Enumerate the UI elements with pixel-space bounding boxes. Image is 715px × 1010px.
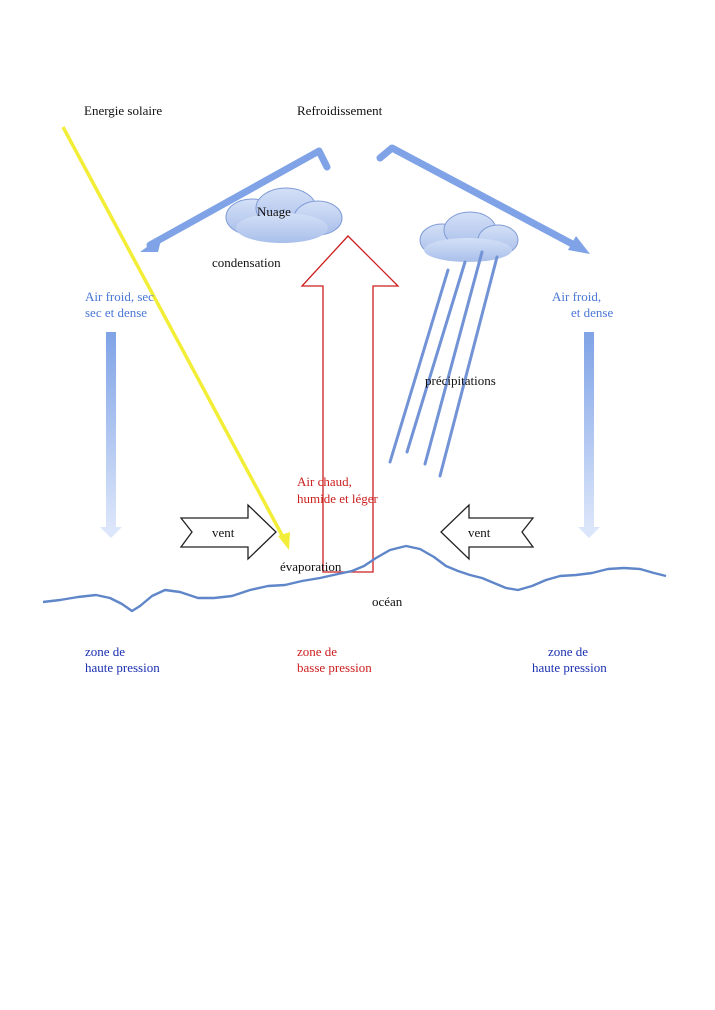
- warm-air-arrow: [300, 235, 400, 573]
- zone-left-label-line2: haute pression: [85, 660, 160, 675]
- zone-right-label-line1: zone de: [548, 644, 589, 659]
- cloud-label: Nuage: [257, 204, 291, 219]
- zone-right-label-line2: haute pression: [532, 660, 607, 675]
- cold-air-left-label-line1: Air froid, sec: [85, 289, 154, 304]
- rain-streaks: [388, 250, 499, 478]
- wind-right-label: vent: [468, 525, 491, 540]
- solar-ray-head: [278, 532, 290, 550]
- cold-air-arrow-right: [578, 332, 600, 538]
- zone-center-label-line1: zone de: [297, 644, 338, 659]
- warm-air-label-line1: Air chaud,: [297, 474, 352, 489]
- cooling-arrow-right-head: [568, 236, 590, 254]
- ocean-label: océan: [372, 594, 403, 609]
- cold-air-right-label-line2: et dense: [571, 305, 614, 320]
- solar-ray: [61, 126, 285, 538]
- cloud-icon: [225, 187, 343, 243]
- solar-energy-label: Energie solaire: [84, 103, 163, 118]
- rain-cloud-icon: [419, 211, 519, 262]
- cooling-label: Refroidissement: [297, 103, 383, 118]
- evaporation-label: évaporation: [280, 559, 342, 574]
- cooling-arrow-right: [376, 144, 582, 251]
- precipitation-label: précipitations: [425, 373, 496, 388]
- wind-arrow-right: [440, 503, 535, 561]
- zone-center-label-line2: basse pression: [297, 660, 372, 675]
- ocean-surface-line: [42, 544, 667, 613]
- wind-left-label: vent: [212, 525, 235, 540]
- zone-left-label-line1: zone de: [85, 644, 126, 659]
- cooling-arrow-left: [146, 147, 331, 249]
- condensation-label: condensation: [212, 255, 281, 270]
- cold-air-left-label-line2: sec et dense: [85, 305, 148, 320]
- cold-air-arrow-left: [100, 332, 122, 538]
- cooling-arrow-left-head: [140, 236, 162, 252]
- warm-air-label-line2: humide et léger: [297, 491, 378, 506]
- cold-air-right-label-line1: Air froid,: [552, 289, 602, 304]
- wind-arrow-left: [179, 503, 277, 561]
